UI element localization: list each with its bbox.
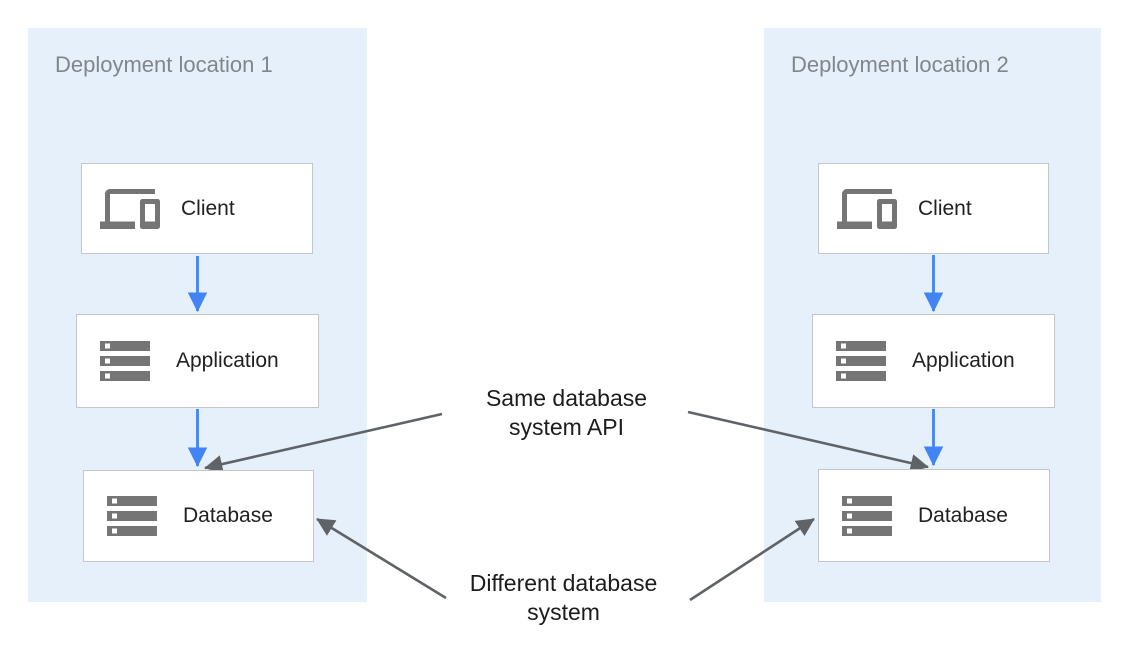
server-stack-icon <box>102 486 162 546</box>
node-label: Database <box>918 503 1008 527</box>
node-label: Database <box>183 504 273 527</box>
annotation-same-database-system-api: Same database system API <box>459 384 674 442</box>
panel-title: Deployment location 2 <box>791 52 1009 77</box>
node-label: Application <box>176 349 279 372</box>
annotation-line: Same database <box>485 385 648 411</box>
node-application-2: Application <box>812 314 1055 408</box>
annotation-line: system API <box>508 414 625 440</box>
node-application-1: Application <box>76 314 319 408</box>
node-label: Client <box>181 196 235 220</box>
server-stack-icon <box>831 331 891 391</box>
devices-icon <box>837 179 897 239</box>
node-database-2: Database <box>818 469 1050 562</box>
panel-title: Deployment location 1 <box>55 52 273 77</box>
node-client-1: Client <box>81 163 313 254</box>
devices-icon <box>100 179 160 239</box>
node-label: Client <box>918 196 972 220</box>
annotation-different-database-system: Different database system <box>456 569 671 627</box>
server-stack-icon <box>837 486 897 546</box>
annotation-line: Different database <box>469 570 658 596</box>
annotation-line: system <box>527 599 600 625</box>
node-client-2: Client <box>818 163 1049 254</box>
server-stack-icon <box>95 331 155 391</box>
node-database-1: Database <box>83 470 314 562</box>
node-label: Application <box>912 349 1015 372</box>
